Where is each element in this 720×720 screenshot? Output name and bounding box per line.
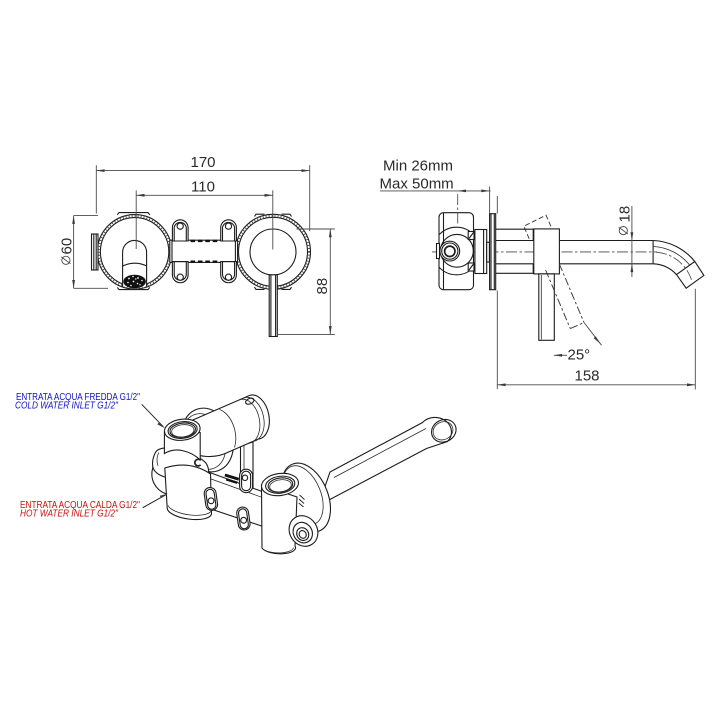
svg-text:158: 158 xyxy=(574,368,599,385)
svg-text:COLD WATER INLET G1/2": COLD WATER INLET G1/2" xyxy=(15,400,119,411)
svg-text:Max 50mm: Max 50mm xyxy=(380,175,454,192)
svg-text:60: 60 xyxy=(59,238,76,255)
svg-text:18: 18 xyxy=(617,206,634,223)
svg-text:Min 26mm: Min 26mm xyxy=(383,157,453,174)
svg-text:25°: 25° xyxy=(568,347,591,364)
svg-text:ENTRATA ACQUA FREDDA G1/2": ENTRATA ACQUA FREDDA G1/2" xyxy=(16,392,140,403)
svg-text:ENTRATA ACQUA CALDA G1/2": ENTRATA ACQUA CALDA G1/2" xyxy=(20,500,140,511)
svg-text:110: 110 xyxy=(191,179,215,196)
svg-text:170: 170 xyxy=(190,154,215,171)
svg-text:88: 88 xyxy=(314,278,331,295)
svg-text:HOT WATER INLET G1/2": HOT WATER INLET G1/2" xyxy=(20,509,119,520)
